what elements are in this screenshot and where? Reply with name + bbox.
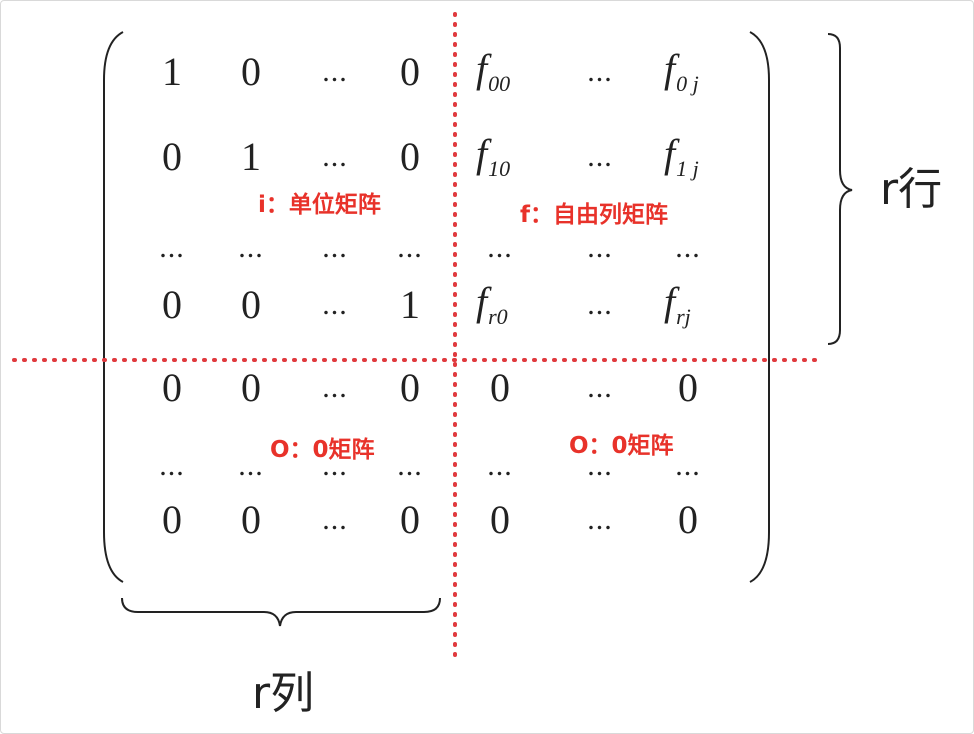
rows-label: r行: [880, 164, 943, 215]
matrix-cell-r6-c4: 0: [490, 497, 510, 542]
matrix-cell-r5-c2: ...: [322, 449, 348, 482]
matrix-cell-r2-c1: ...: [238, 231, 264, 264]
matrix-cell-r6-c6: 0: [678, 497, 698, 542]
matrix-cell-r2-c4: ...: [487, 231, 513, 264]
matrix-cell-r0-c4: f00: [476, 46, 511, 96]
matrix-cell-r3-c3: 1: [400, 282, 420, 327]
cols-brace: [121, 597, 441, 627]
matrix-cell-r3-c0: 0: [162, 282, 182, 327]
matrix-cell-r5-c6: ...: [675, 449, 701, 482]
matrix-cell-r2-c0: ...: [159, 231, 185, 264]
matrix-cell-r6-c1: 0: [241, 497, 261, 542]
matrix-cell-r3-c6: frj: [664, 279, 691, 329]
rows-brace: [827, 33, 853, 345]
left-parenthesis: [103, 31, 124, 583]
matrix-cell-r2-c6: ...: [675, 231, 701, 264]
matrix-cell-r1-c5: ...: [587, 140, 613, 173]
matrix-cell-r0-c2: ...: [322, 55, 348, 88]
right-parenthesis: [749, 31, 770, 583]
zero-matrix-right-label: O：0矩阵: [569, 433, 674, 459]
matrix-cell-r4-c1: 0: [241, 365, 261, 410]
matrix-cell-r3-c5: ...: [587, 288, 613, 321]
matrix-cell-r0-c6: f0 j: [664, 46, 699, 96]
matrix-cell-r1-c2: ...: [322, 140, 348, 173]
matrix-cell-r4-c6: 0: [678, 365, 698, 410]
matrix-cell-r4-c2: ...: [322, 371, 348, 404]
matrix-cell-r0-c3: 0: [400, 49, 420, 94]
matrix-cell-r0-c0: 1: [162, 49, 182, 94]
free-columns-label: f：自由列矩阵: [520, 202, 669, 228]
matrix-cell-r2-c5: ...: [587, 231, 613, 264]
matrix-cell-r1-c3: 0: [400, 134, 420, 179]
matrix-cell-r1-c0: 0: [162, 134, 182, 179]
cols-label: r列: [252, 668, 315, 719]
matrix-cell-r6-c5: ...: [587, 503, 613, 536]
matrix-cell-r2-c3: ...: [397, 231, 423, 264]
matrix-cell-r5-c3: ...: [397, 449, 423, 482]
matrix-cell-r1-c1: 1: [241, 134, 261, 179]
matrix-cell-r1-c6: f1 j: [664, 131, 699, 181]
identity-label: i：单位矩阵: [258, 192, 381, 218]
matrix-cell-r6-c0: 0: [162, 497, 182, 542]
matrix-cell-r6-c3: 0: [400, 497, 420, 542]
matrix-cell-r0-c5: ...: [587, 55, 613, 88]
matrix-cell-r4-c3: 0: [400, 365, 420, 410]
matrix-cell-r1-c4: f10: [476, 131, 511, 181]
matrix-cell-r3-c1: 0: [241, 282, 261, 327]
matrix-cell-r4-c5: ...: [587, 371, 613, 404]
matrix-cell-r5-c1: ...: [238, 449, 264, 482]
matrix-cell-r0-c1: 0: [241, 49, 261, 94]
matrix-cell-r4-c0: 0: [162, 365, 182, 410]
matrix-cell-r5-c0: ...: [159, 449, 185, 482]
matrix-cell-r6-c2: ...: [322, 503, 348, 536]
zero-matrix-left-label: O：0矩阵: [270, 437, 375, 463]
matrix-cell-r3-c2: ...: [322, 288, 348, 321]
matrix-cell-r3-c4: fr0: [476, 279, 508, 329]
matrix-cell-r5-c5: ...: [587, 449, 613, 482]
matrix-cell-r2-c2: ...: [322, 231, 348, 264]
matrix-cell-r5-c4: ...: [487, 449, 513, 482]
matrix-cell-r4-c4: 0: [490, 365, 510, 410]
